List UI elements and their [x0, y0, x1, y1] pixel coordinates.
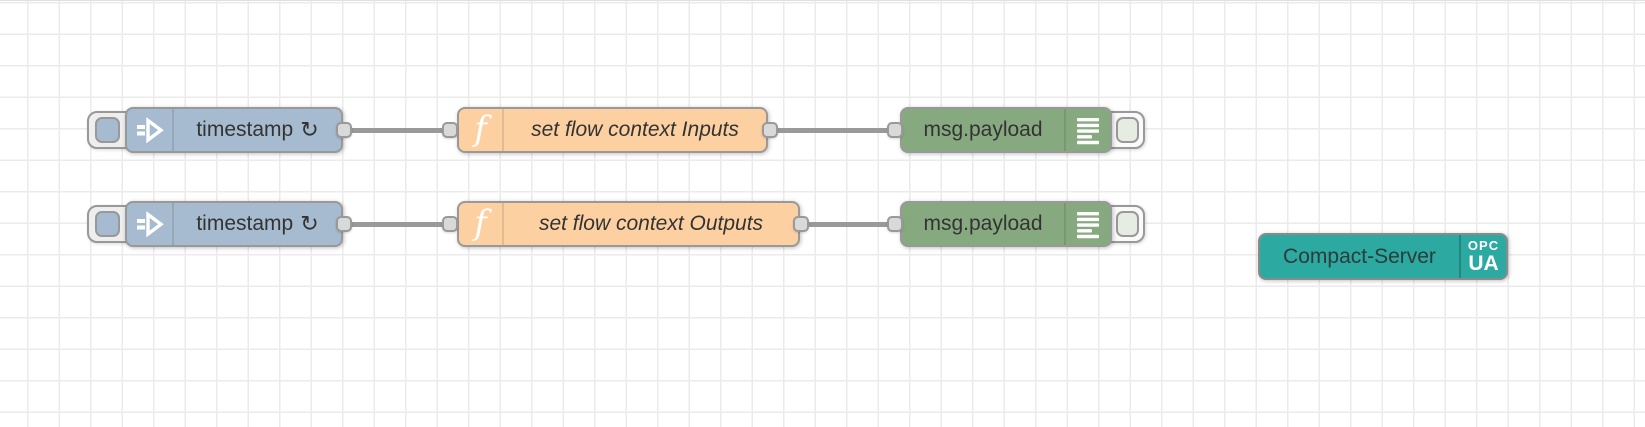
wire[interactable] [344, 127, 450, 133]
output-port[interactable] [336, 216, 352, 232]
inject-button-face [95, 211, 120, 237]
repeat-icon: ↻ [300, 117, 319, 143]
debug-lines-icon [1077, 118, 1099, 145]
node-label: msg.payload [923, 212, 1043, 235]
debug-node-2[interactable]: msg.payload [900, 201, 1112, 247]
function-f-icon: f [474, 203, 487, 243]
output-port[interactable] [793, 216, 809, 232]
inject-button-face [95, 117, 120, 143]
input-port[interactable] [887, 216, 903, 232]
inject-node-1[interactable]: timestamp ↻ [125, 107, 343, 153]
node-label: timestamp ↻ [174, 203, 341, 245]
node-label: Compact-Server [1283, 244, 1436, 268]
output-port[interactable] [762, 122, 778, 138]
wire[interactable] [344, 221, 450, 227]
inject-label-text: timestamp [196, 118, 294, 141]
node-label: set flow context Inputs [531, 118, 739, 141]
opcua-compact-server-node[interactable]: Compact-Server OPC UA [1258, 233, 1508, 280]
debug-toggle-face [1116, 211, 1139, 237]
node-label: timestamp ↻ [174, 109, 341, 151]
opcua-badge-line1: OPC [1467, 238, 1500, 253]
debug-node-1[interactable]: msg.payload [900, 107, 1112, 153]
debug-icon-area [1064, 203, 1110, 245]
debug-toggle-face [1116, 117, 1139, 143]
opcua-badge-line2: UA [1468, 252, 1499, 275]
output-port[interactable] [336, 122, 352, 138]
input-port[interactable] [442, 216, 458, 232]
function-icon-area: f [459, 109, 504, 151]
node-label: msg.payload [923, 118, 1043, 141]
function-icon-area: f [459, 203, 504, 245]
inject-node-2[interactable]: timestamp ↻ [125, 201, 343, 247]
inject-label-text: timestamp [196, 212, 294, 235]
inject-arrow-icon [136, 211, 164, 238]
input-port[interactable] [442, 122, 458, 138]
function-f-icon: f [474, 109, 487, 149]
debug-lines-icon [1077, 212, 1099, 239]
inject-icon-area [127, 109, 174, 151]
debug-icon-area [1064, 109, 1110, 151]
function-node-2[interactable]: f set flow context Outputs [457, 201, 800, 247]
inject-arrow-icon [136, 117, 164, 144]
function-node-1[interactable]: f set flow context Inputs [457, 107, 768, 153]
wire[interactable] [770, 127, 895, 133]
wire[interactable] [801, 221, 895, 227]
node-label: set flow context Outputs [538, 212, 764, 235]
input-port[interactable] [887, 122, 903, 138]
repeat-icon: ↻ [300, 211, 319, 237]
inject-icon-area [127, 203, 174, 245]
opcua-logo-badge: OPC UA [1459, 235, 1506, 278]
